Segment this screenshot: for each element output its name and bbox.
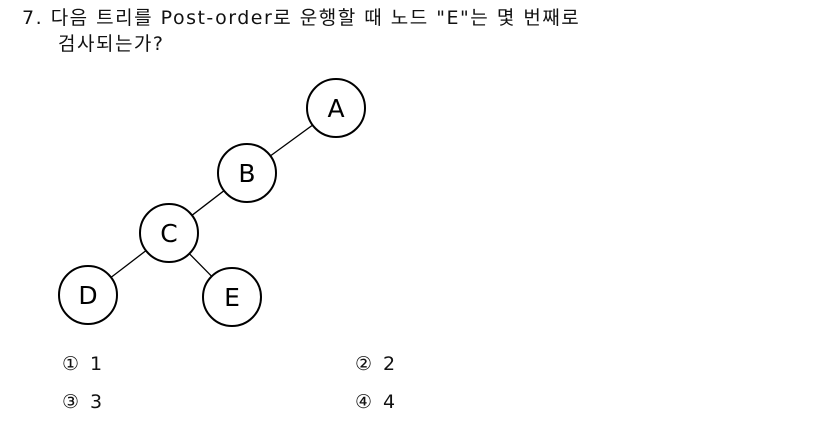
node-label: B (238, 159, 255, 188)
node-circle (202, 267, 262, 327)
node-circle (217, 143, 277, 203)
edge-C-E (188, 253, 213, 277)
option-marker: ④ (355, 391, 373, 413)
node-C: C (139, 203, 199, 263)
option-value: 2 (383, 353, 396, 375)
tree-nodes: A B C D E (58, 78, 366, 327)
node-circle (139, 203, 199, 263)
question-text-2: 검사되는가? (58, 33, 165, 55)
option-value: 3 (90, 391, 103, 413)
option-marker: ③ (62, 391, 80, 413)
question-number: 7. (22, 7, 44, 29)
node-label: E (224, 283, 240, 312)
option-value: 4 (383, 391, 396, 413)
node-D: D (58, 265, 118, 325)
node-label: A (327, 94, 344, 123)
node-label: C (160, 219, 177, 248)
node-B: B (217, 143, 277, 203)
option-value: 1 (90, 353, 103, 375)
tree-edges (110, 124, 313, 278)
edge-C-D (110, 250, 147, 278)
question-line-1: 7. 다음 트리를 Post-order로 운행할 때 노드 "E"는 몇 번째… (22, 6, 580, 30)
option-marker: ① (62, 353, 80, 375)
node-circle (306, 78, 366, 138)
question-line-2: 검사되는가? (58, 32, 165, 56)
question-text-1: 다음 트리를 Post-order로 운행할 때 노드 "E"는 몇 번째로 (50, 7, 581, 29)
option-marker: ② (355, 353, 373, 375)
node-circle (58, 265, 118, 325)
node-E: E (202, 267, 262, 327)
node-A: A (306, 78, 366, 138)
edge-B-C (191, 190, 225, 216)
node-label: D (78, 281, 97, 310)
edge-A-B (270, 124, 313, 157)
